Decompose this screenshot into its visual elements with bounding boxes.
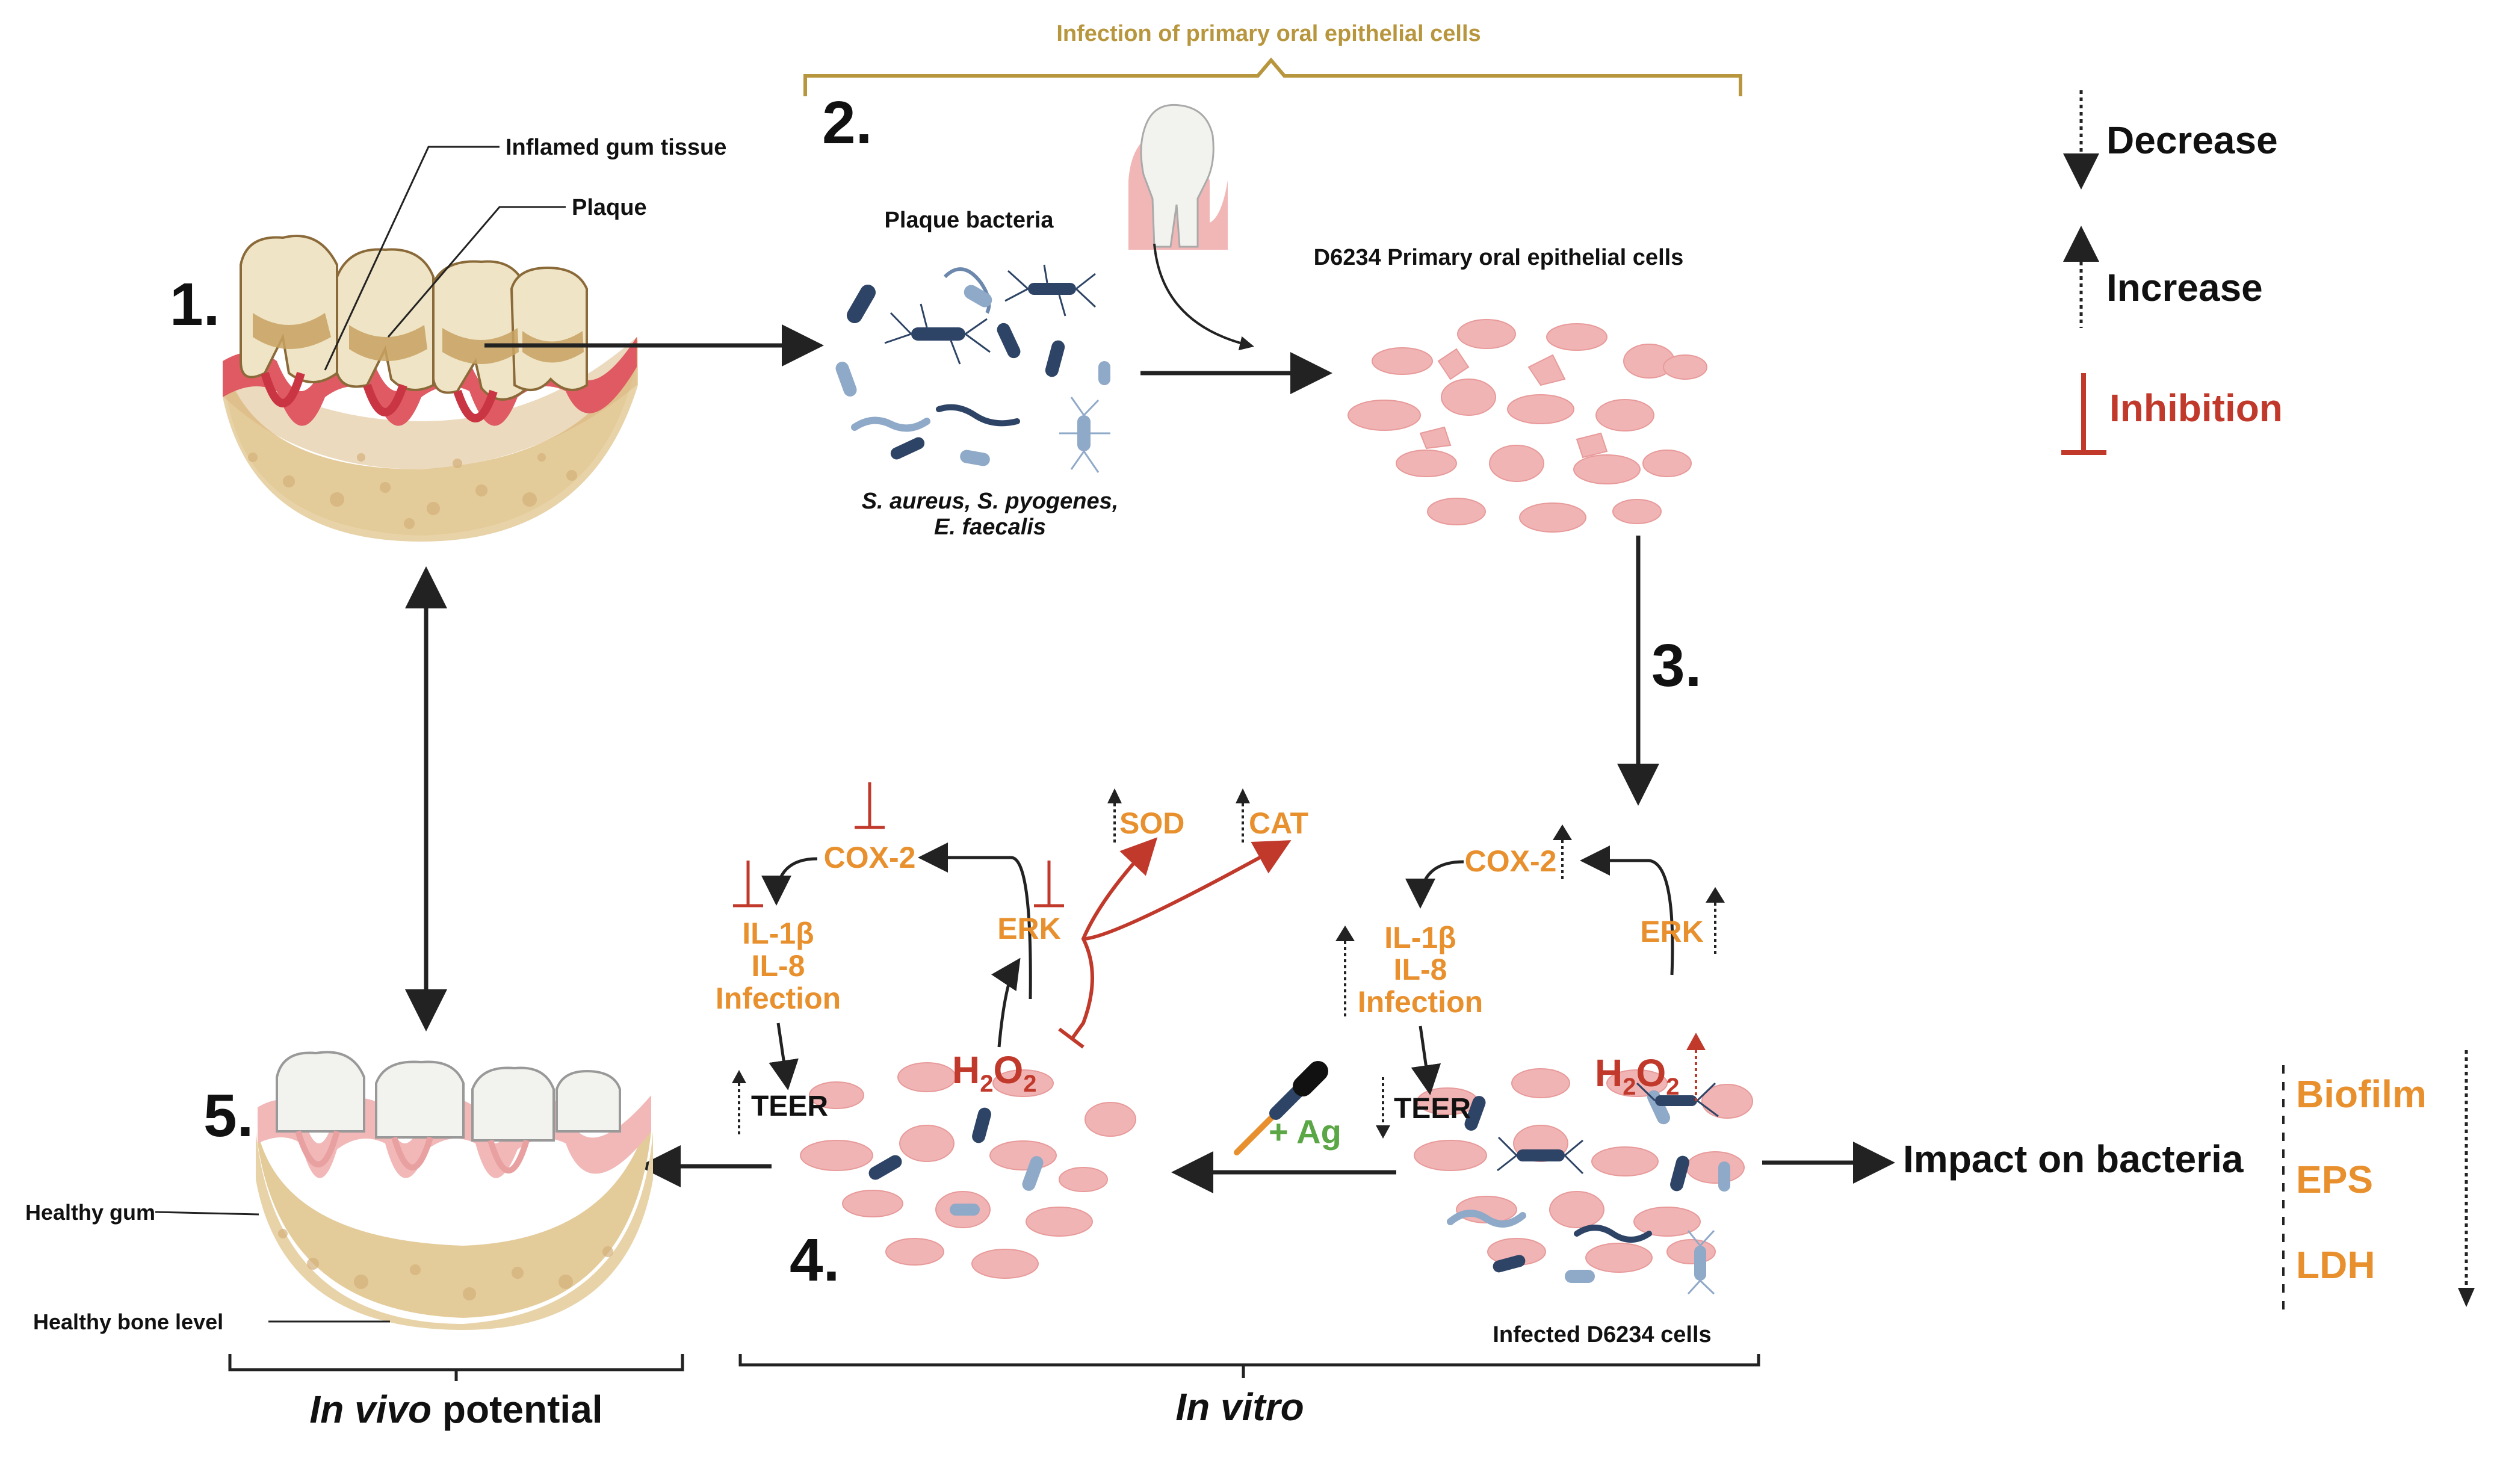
legend-inhibition: Inhibition (2109, 386, 2283, 430)
infected-pathway: COX-2 ERK IL-1β IL-8 Infection TEER H2O2 (1335, 824, 1725, 1139)
p4-sod: SOD (1119, 806, 1184, 840)
treatment-label: + Ag (1269, 1113, 1341, 1151)
p4-teer-increase-icon (732, 1070, 746, 1083)
p4-cox2: COX-2 (824, 841, 916, 874)
increase-arrow-icon (2063, 226, 2099, 262)
step-4-label: 4. (790, 1226, 840, 1294)
p4-il8: IL-8 (752, 949, 805, 983)
p4-cat-increase-icon (1236, 788, 1250, 803)
p4-erk: ERK (997, 912, 1061, 945)
p3-il1b: IL-1β (1384, 921, 1456, 954)
species-line-2: E. faecalis (934, 515, 1046, 540)
p3-teer: TEER (1394, 1093, 1471, 1125)
infected-cells-caption: Infected D6234 cells (1493, 1322, 1711, 1347)
legend-increase: Increase (2106, 266, 2263, 309)
in-vitro-label: In vitro (1175, 1385, 1304, 1429)
inflamed-gum-illustration (223, 235, 638, 542)
p3-il8: IL-8 (1394, 953, 1447, 986)
impact-eps: EPS (2296, 1158, 2373, 1201)
label-inflamed-gum: Inflamed gum tissue (506, 135, 726, 160)
impact-biofilm: Biofilm (2296, 1072, 2427, 1116)
p4-cat: CAT (1249, 806, 1308, 840)
plaque-bacteria-cluster (835, 264, 1110, 473)
infected-cells (1414, 1068, 1753, 1295)
p3-cytokine-increase-icon (1335, 926, 1355, 941)
p3-cox2-increase-icon (1553, 824, 1572, 840)
impact-decrease-icon (2458, 1288, 2475, 1307)
p3-erk: ERK (1640, 915, 1704, 948)
tooth-icon (1128, 104, 1228, 250)
tooth-to-cells-arrow (1153, 243, 1254, 351)
label-healthy-gum: Healthy gum (25, 1200, 155, 1225)
p4-infection: Infection (716, 982, 841, 1015)
species-line-1: S. aureus, S. pyogenes, (862, 489, 1119, 514)
p4-h2o2: H2O2 (952, 1048, 1037, 1097)
label-healthy-bone: Healthy bone level (33, 1309, 223, 1334)
primary-cells-title: D6234 Primary oral epithelial cells (1314, 245, 1684, 270)
step-5-label: 5. (203, 1082, 253, 1149)
p4-h2o2-inhibition-icon (1058, 1027, 1085, 1049)
p4-teer: TEER (751, 1090, 828, 1122)
in-vitro-bracket (738, 1354, 1760, 1367)
treated-pathway: COX-2 ERK IL-1β IL-8 Infection TEER H2O2… (716, 782, 1308, 1137)
infection-bracket: Infection of primary oral epithelial cel… (803, 21, 1742, 96)
label-plaque: Plaque (572, 195, 647, 220)
step-2-label: 2. (822, 89, 872, 156)
in-vivo-bracket (228, 1354, 684, 1371)
p4-il1b: IL-1β (742, 917, 814, 950)
in-vivo-label: In vivo potential (309, 1388, 602, 1431)
p3-h2o2-increase-icon (1686, 1033, 1706, 1050)
pipette-icon (1234, 1061, 1328, 1155)
p3-cox2: COX-2 (1465, 844, 1557, 878)
treated-cells (800, 1062, 1136, 1279)
impact-ldh: LDH (2296, 1243, 2375, 1287)
healthy-gum-illustration (256, 1051, 653, 1330)
p4-sod-increase-icon (1107, 788, 1122, 803)
legend-decrease: Decrease (2106, 119, 2278, 162)
impact-label: Impact on bacteria (1903, 1137, 2244, 1181)
decrease-arrow-icon (2063, 153, 2099, 190)
plaque-bacteria-title: Plaque bacteria (885, 208, 1054, 233)
step-3-label: 3. (1651, 632, 1701, 699)
p3-h2o2: H2O2 (1595, 1051, 1680, 1100)
step-1-label: 1. (170, 271, 220, 338)
primary-epithelial-cells (1348, 319, 1707, 533)
p3-erk-increase-icon (1706, 887, 1725, 903)
bracket-label: Infection of primary oral epithelial cel… (1056, 21, 1481, 46)
p3-infection: Infection (1358, 985, 1483, 1019)
p3-teer-decrease-icon (1376, 1125, 1390, 1139)
legend: Decrease Increase Inhibition (2061, 90, 2283, 455)
